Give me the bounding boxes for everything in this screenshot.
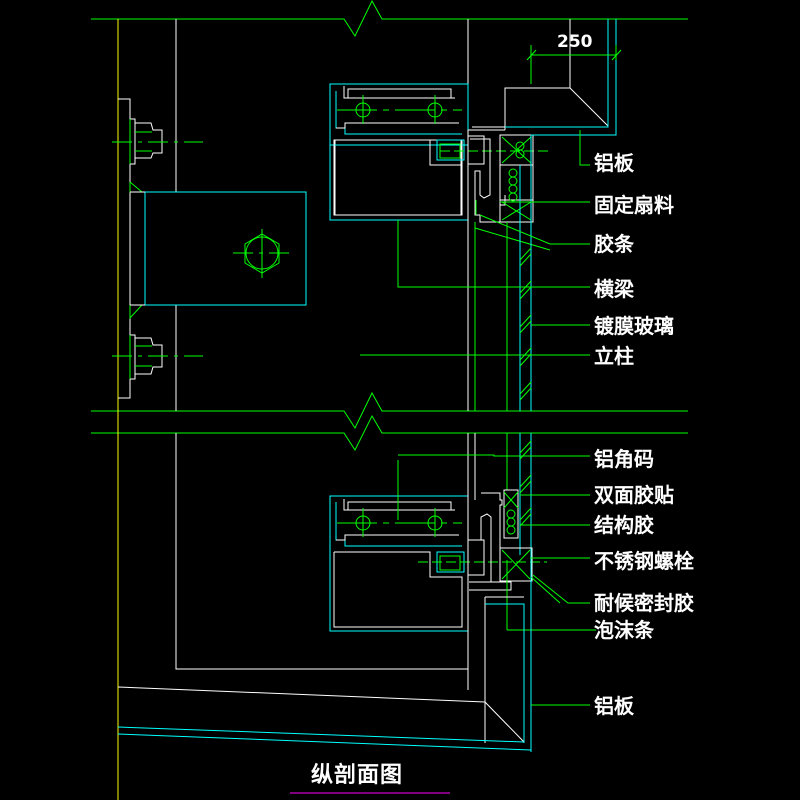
- anchor-bolt-centerlines: [112, 119, 203, 379]
- middle-break-lines: [91, 391, 688, 452]
- label-aluminum-panel-bottom: 铝板: [594, 694, 634, 718]
- glazing-hatch-lower: [501, 491, 596, 631]
- stainless-bolt-lower: [418, 551, 547, 573]
- glazing-frame-upper: [467, 126, 534, 411]
- structure-outline: [175, 19, 469, 670]
- label-rubber-strip: 胶条: [594, 232, 634, 256]
- label-aluminum-angle: 铝角码: [594, 447, 654, 471]
- label-double-sided-tape: 双面胶贴: [594, 483, 674, 507]
- label-fixed-sash: 固定扇料: [594, 193, 674, 217]
- glazing-hatch-upper: [474, 136, 551, 251]
- transom-upper: [329, 83, 469, 216]
- leader-lines: [360, 130, 590, 706]
- label-transom: 横梁: [594, 277, 634, 301]
- drawing-title: 纵剖面图: [311, 763, 404, 788]
- stainless-bolt-upper: [436, 139, 549, 161]
- hex-bolt-icon: [233, 229, 291, 278]
- label-aluminum-panel-top: 铝板: [594, 151, 634, 175]
- transom-lower: [329, 460, 469, 632]
- label-stainless-bolt: 不锈钢螺栓: [594, 549, 694, 573]
- dimension-line: [526, 45, 622, 84]
- label-structural-sealant: 结构胶: [594, 513, 654, 537]
- mullion-lines: [474, 222, 508, 495]
- top-break-line: [91, 0, 688, 38]
- transom-notch-upper: [429, 140, 462, 166]
- transom-inner-upper: [333, 139, 462, 216]
- label-weather-sealant: 耐候密封胶: [594, 591, 694, 615]
- embedded-plate-upper: [118, 98, 163, 399]
- mullion-bracket: [144, 191, 307, 306]
- glazing-frame-lower: [467, 433, 533, 743]
- transom-box-upper: [329, 144, 469, 221]
- glass-pane: [519, 135, 532, 555]
- label-coated-glass: 镀膜玻璃: [594, 314, 674, 338]
- glass-hatch: [519, 247, 532, 527]
- aluminum-panel-lower: [117, 555, 532, 752]
- dimension-label: 250: [557, 32, 593, 52]
- label-mullion: 立柱: [594, 344, 634, 368]
- label-foam-rod: 泡沫条: [594, 618, 654, 642]
